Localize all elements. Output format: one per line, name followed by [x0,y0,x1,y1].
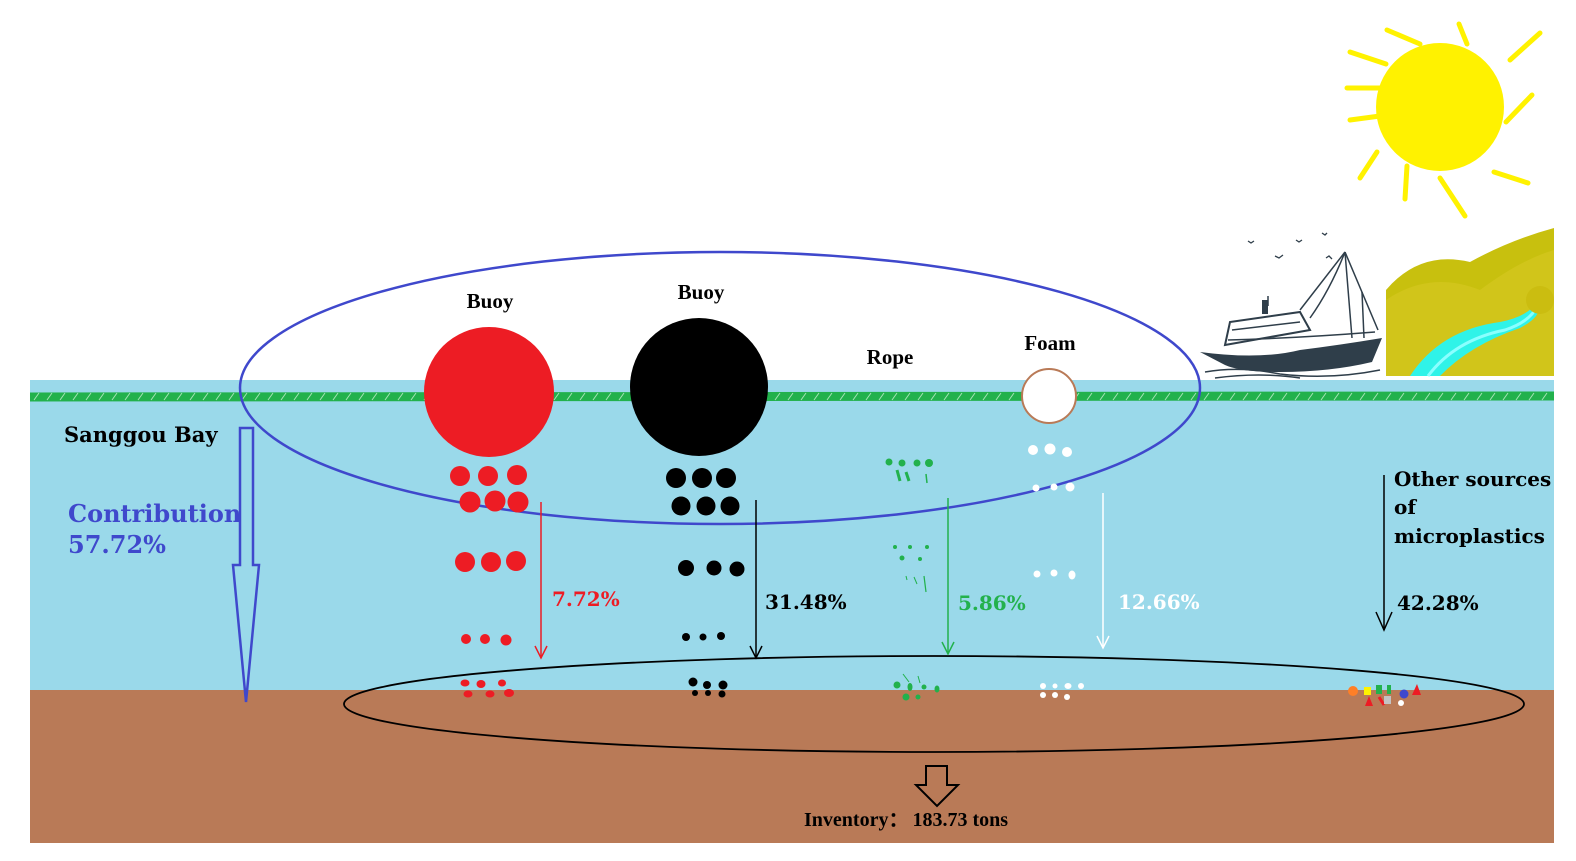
contribution-label: Contribution [68,499,241,528]
sediment-zone-ellipse [343,655,1525,753]
location-label: Sanggou Bay [64,422,218,447]
source-percent: 12.66% [1118,590,1200,614]
surface-rope-line [29,391,1555,402]
other-sources-percent: 42.28% [1397,591,1479,615]
other-sources: Other sources of microplastics 42.28% [1348,467,1551,706]
source-label: Rope [867,345,914,369]
source-label: Foam [1024,331,1076,355]
inventory-label: Inventory：183.73 tons [804,809,1008,831]
rope-flux-arrow-icon [941,498,955,656]
black-particles [666,468,745,698]
red-particles [450,465,529,698]
foam-particles [1028,443,1084,700]
seagull-icon [1247,232,1333,260]
hills-river-icon [1386,228,1554,377]
mixed-microplastic-particles [1348,684,1421,706]
sediment-layer [30,690,1554,843]
inventory-arrow-icon [913,765,961,808]
source-red-buoy: Buoy 7.72% [424,289,620,698]
other-sources-label-line-3: microplastics [1394,524,1545,548]
source-percent: 7.72% [552,587,620,611]
foam-icon [1021,368,1077,424]
source-black-buoy: Buoy 31.48% [630,280,847,698]
source-label: Buoy [467,289,514,313]
other-sources-label-line-2: of [1394,495,1417,519]
source-foam: Foam 12.66% [1021,331,1200,700]
bay-water [30,380,1554,692]
rope-particles [885,458,940,701]
black-buoy-icon [630,318,768,456]
inventory: Inventory：183.73 tons [804,765,1008,831]
source-percent: 31.48% [765,590,847,614]
source-percent: 5.86% [958,591,1026,615]
black-flux-arrow-icon [749,500,763,660]
foam-flux-arrow-icon [1096,493,1110,650]
fishing-boat-icon [1200,251,1382,379]
contribution-arrow-icon [231,426,261,703]
red-flux-arrow-icon [534,502,548,660]
aquaculture-zone-ellipse [238,250,1202,526]
other-flux-arrow-icon [1375,475,1393,632]
source-rope: Rope 5.86% [867,345,1026,701]
sun-icon [1344,21,1543,219]
red-buoy-icon [424,327,554,457]
contribution-value: 57.72% [68,530,166,559]
other-sources-label-line-1: Other sources [1394,467,1551,491]
source-label: Buoy [678,280,725,304]
